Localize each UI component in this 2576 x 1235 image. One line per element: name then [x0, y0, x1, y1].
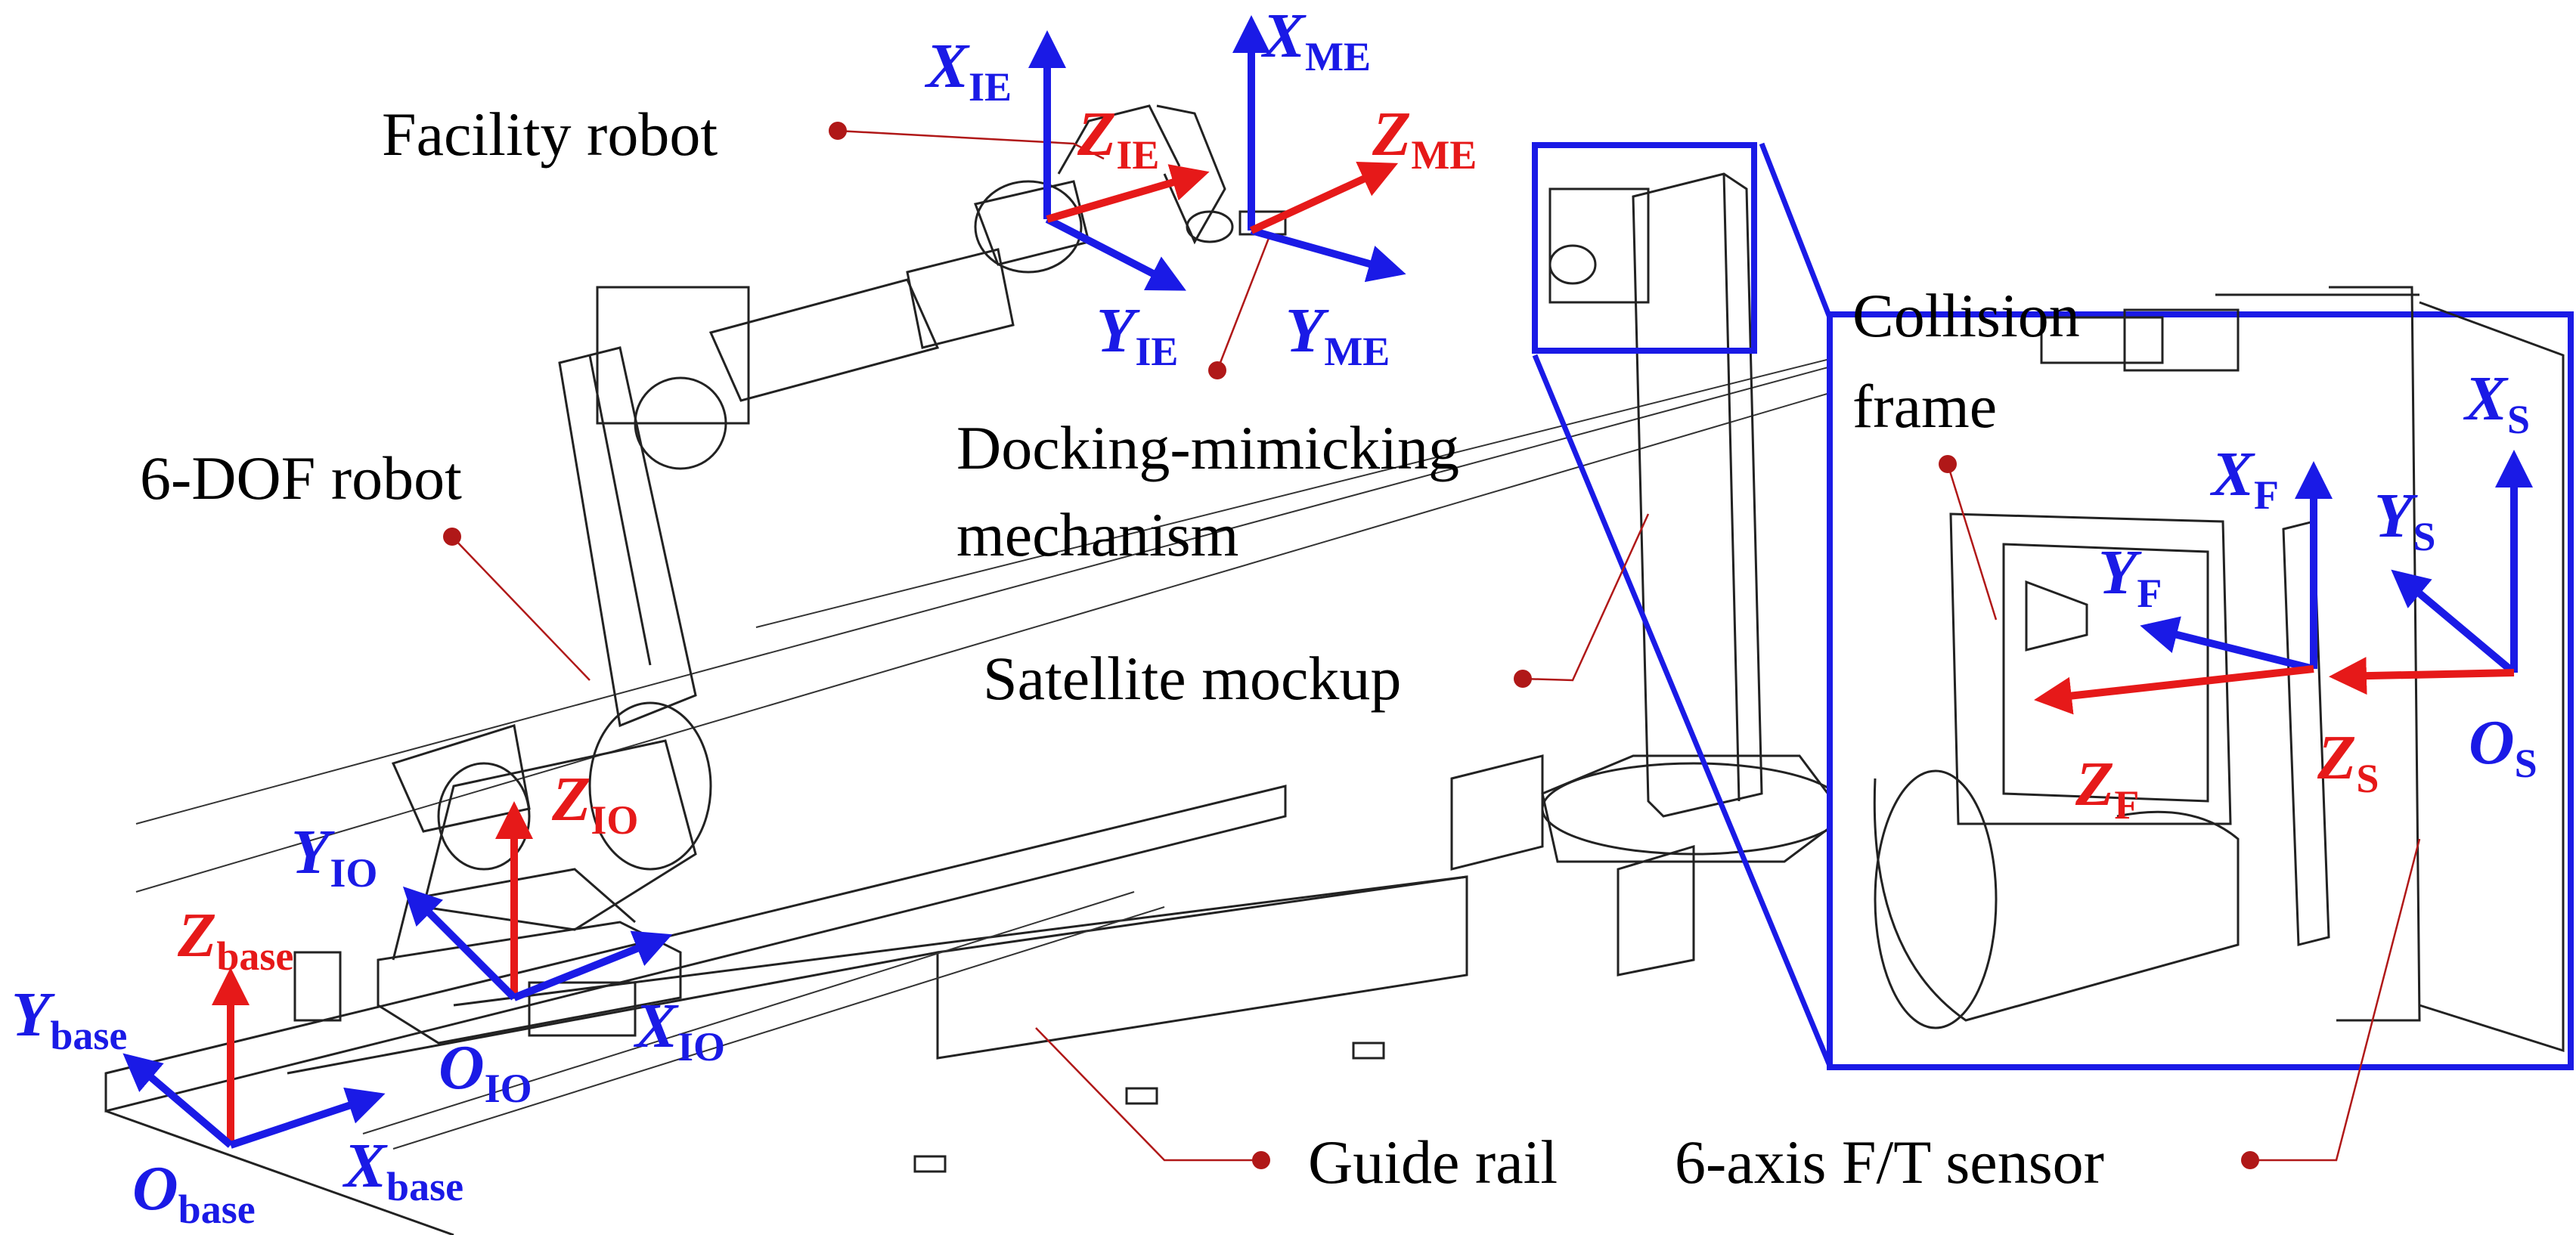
- label-facility-robot: Facility robot: [382, 100, 718, 169]
- axis-label-y-base: Ybase: [11, 980, 127, 1058]
- frame-ie: [1028, 30, 1210, 291]
- axis-label-z-s: ZS: [2317, 723, 2379, 801]
- frame-me: [1232, 15, 1406, 283]
- leaders: [443, 122, 2421, 1169]
- label-collision-line1: Collision: [1852, 281, 2080, 350]
- label-6dof-robot: 6-DOF robot: [140, 444, 462, 512]
- six-dof-robot-drawing: [391, 104, 1287, 931]
- label-docking-line2: mechanism: [956, 500, 1238, 569]
- axis-label-x-me: XME: [1260, 1, 1371, 79]
- frame-f: [2034, 461, 2333, 715]
- label-ft-sensor: 6-axis F/T sensor: [1675, 1128, 2104, 1196]
- label-docking-line1: Docking-mimicking: [956, 413, 1459, 482]
- axis-label-x-base: Xbase: [342, 1131, 463, 1209]
- axis-label-y-io: YIO: [291, 817, 377, 896]
- axis-label-z-io: ZIO: [551, 764, 638, 843]
- axis-label-y-ie: YIE: [1096, 296, 1178, 374]
- frame-io: [402, 801, 673, 1001]
- axis-label-o-s: OS: [2469, 707, 2537, 786]
- axis-label-x-ie: XIE: [924, 31, 1012, 110]
- axis-label-o-io: OIO: [439, 1032, 532, 1111]
- axis-label-z-base: Zbase: [177, 900, 293, 979]
- guide-rail-drawing: [104, 785, 1468, 1235]
- robot-base-carriage: [293, 868, 682, 1045]
- label-collision-line2: frame: [1852, 372, 1997, 441]
- axis-label-y-f: YF: [2098, 537, 2162, 616]
- frame-s: [2329, 450, 2533, 695]
- axis-label-z-me: ZME: [1372, 99, 1477, 178]
- frame-base: [122, 967, 386, 1149]
- axis-label-x-f: XF: [2209, 439, 2279, 518]
- inset-callout: [1532, 142, 2574, 1070]
- label-guide-rail: Guide rail: [1308, 1128, 1558, 1196]
- axis-label-z-ie: ZIE: [1077, 99, 1159, 178]
- axis-label-x-io: XIO: [633, 991, 725, 1069]
- label-satellite-mockup: Satellite mockup: [983, 644, 1401, 713]
- floor-lines: [135, 354, 1846, 893]
- axis-label-o-base: Obase: [132, 1153, 256, 1232]
- axis-label-y-me: YME: [1285, 296, 1390, 374]
- inset-detail-drawing: [1873, 286, 2565, 1053]
- axis-label-x-s: XS: [2463, 364, 2530, 442]
- axis-label-z-f: ZF: [2075, 749, 2139, 828]
- axis-label-y-s: YS: [2374, 481, 2435, 559]
